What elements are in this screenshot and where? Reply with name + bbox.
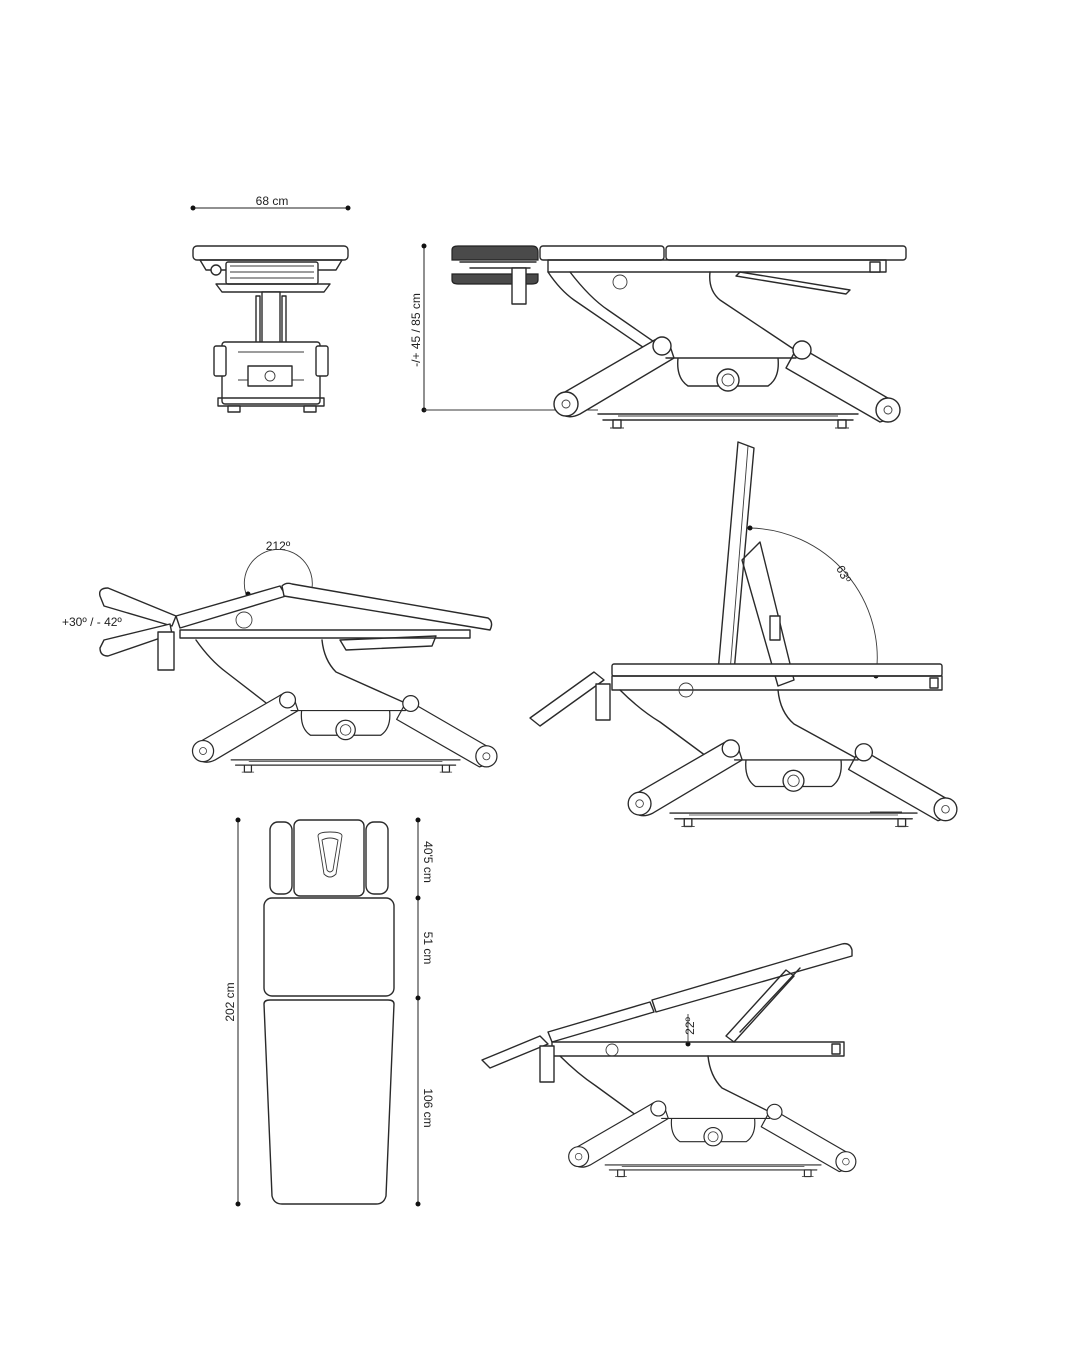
- backrest-angle-view: 63º: [529, 441, 958, 828]
- tilt-angle-view: 22º: [481, 942, 857, 1178]
- backrest-upright: [717, 441, 755, 673]
- headrest-tilt-label: +30º / - 42º: [62, 615, 122, 629]
- foot-section-label: 106 cm: [421, 1088, 435, 1127]
- main-top: [665, 245, 907, 261]
- tilt-angle-label: 22º: [683, 1017, 697, 1035]
- top-view: 202 cm 40'5 cm 51 cm 106 cm: [223, 817, 435, 1207]
- head-section-upper: [451, 245, 539, 261]
- head-side-pad-left: [269, 821, 293, 895]
- middle-section-label: 51 cm: [421, 932, 435, 965]
- backrest-angle-label: 63º: [833, 563, 854, 586]
- total-length-label: 202 cm: [223, 982, 237, 1021]
- table-top: [192, 245, 349, 261]
- seat-frame: [611, 675, 943, 691]
- tilted-top: [651, 942, 853, 1013]
- height-label: -/+ 45 / 85 cm: [409, 293, 423, 367]
- front-view: 68 cm: [190, 194, 351, 413]
- base-frame: [551, 1041, 845, 1057]
- head-center-pad: [293, 819, 365, 897]
- headrest-angle-view: 212º +30º / - 42º: [62, 539, 498, 773]
- face-hole: [317, 831, 343, 878]
- middle-section: [263, 897, 395, 997]
- side-view: -/+ 45 / 85 cm: [409, 243, 907, 429]
- foot-section: [263, 999, 395, 1205]
- head-side-pad-right: [365, 821, 389, 895]
- headrest-angle-arc: [243, 549, 313, 595]
- backrest-angle-arc: [749, 527, 878, 677]
- head-section-label: 40'5 cm: [421, 841, 435, 883]
- front-width-label: 68 cm: [256, 194, 289, 208]
